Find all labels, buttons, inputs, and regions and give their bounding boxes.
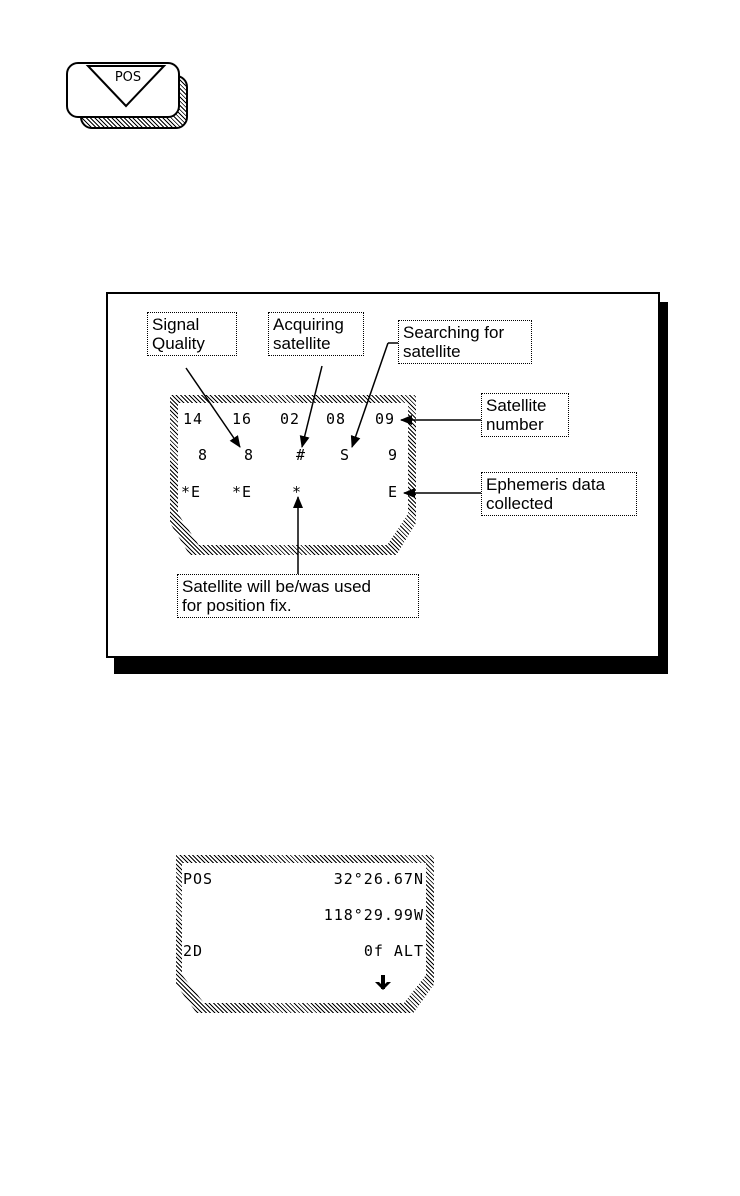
callout-used-for-fix: Satellite will be/was used for position …	[177, 574, 419, 618]
callout-satellite-number: Satellite number	[481, 393, 569, 437]
callout-searching: Searching for satellite	[398, 320, 532, 364]
position-latitude: 32°26.67N	[300, 870, 424, 888]
down-arrow-icon	[372, 972, 394, 994]
callout-acquiring: Acquiring satellite	[268, 312, 364, 356]
searching-leader	[352, 343, 388, 447]
callout-ephemeris: Ephemeris data collected	[481, 472, 637, 516]
acquiring-leader	[302, 366, 322, 447]
position-fix-type: 2D	[183, 942, 203, 960]
signal-quality-leader	[186, 368, 240, 447]
position-altitude: 0f ALT	[320, 942, 424, 960]
position-longitude: 118°29.99W	[286, 906, 424, 924]
callout-signal-quality: Signal Quality	[147, 312, 237, 356]
position-mode: POS	[183, 870, 213, 888]
